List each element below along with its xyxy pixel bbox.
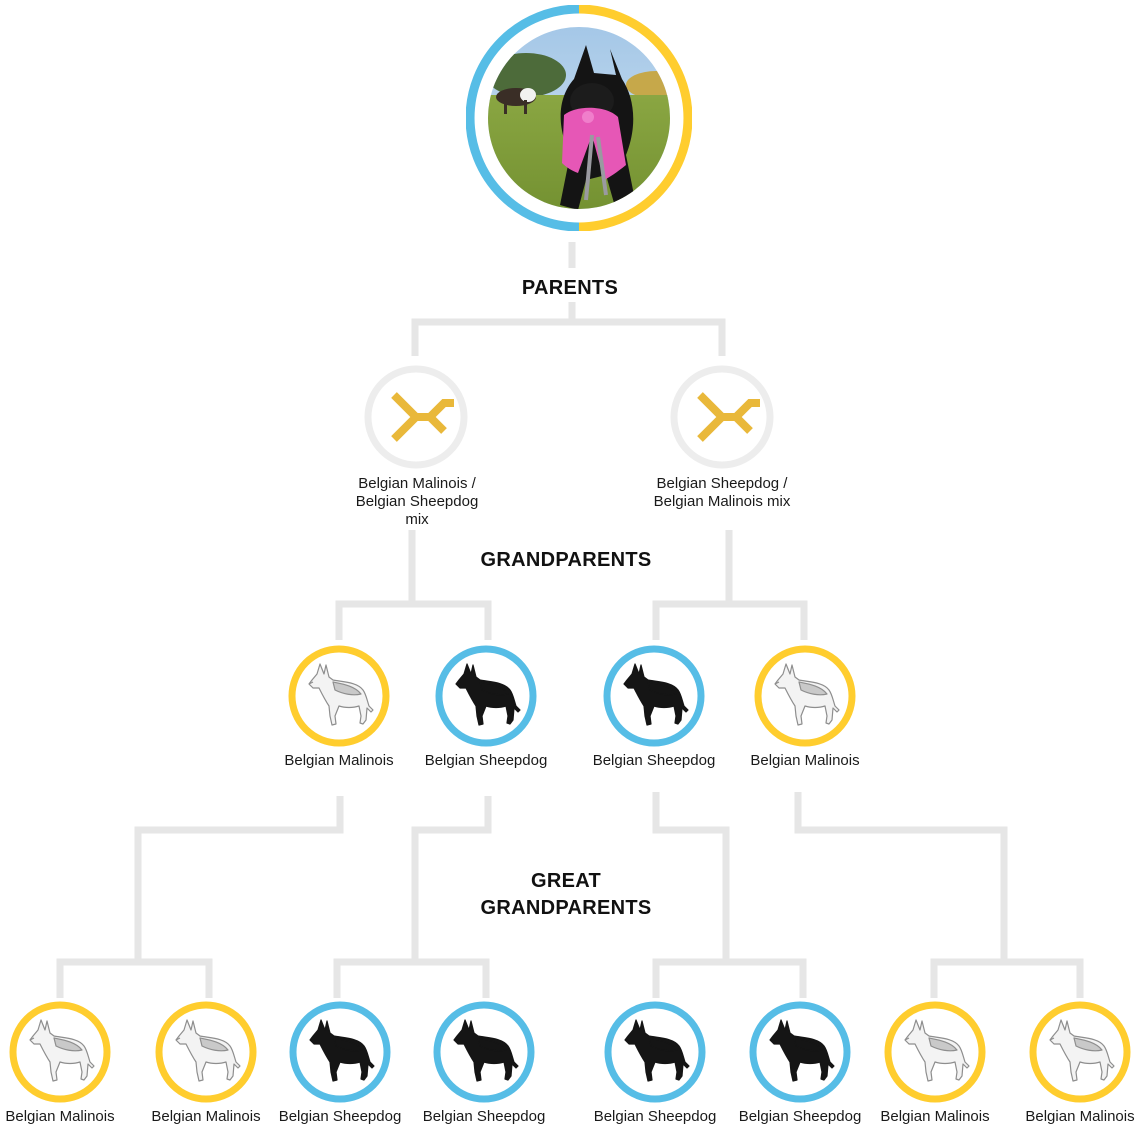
connector-gp1-bracket [56,796,344,998]
grandparent-node-2 [434,644,538,748]
heading-great-grandparents: GREAT GRANDPARENTS [480,870,652,919]
great-grandparent-label-2: Belgian Malinois [151,1108,261,1125]
great-grandparent-node-4 [432,1000,536,1104]
great-grandparent-label-6: Belgian Sheepdog [738,1108,862,1125]
belgian-malinois-icon [884,1001,986,1103]
great-grandparent-label-3: Belgian Sheepdog [278,1108,402,1125]
grandparent-node-4 [753,644,857,748]
great-grandparent-node-7 [883,1000,987,1104]
mixed-breed-icon [364,365,468,469]
subject-dog-node [465,4,693,232]
connector-parent1-bracket [335,530,492,640]
great-grandparent-node-3 [288,1000,392,1104]
belgian-sheepdog-icon [289,1001,391,1103]
grandparent-label-1: Belgian Malinois [284,752,394,769]
belgian-sheepdog-icon [604,1001,706,1103]
belgian-malinois-icon [155,1001,257,1103]
parent-label-2: Belgian Sheepdog / Belgian Malinois mix [653,475,791,510]
heading-parents: PARENTS [521,277,619,299]
belgian-malinois-icon [288,645,390,747]
grandparent-label-2: Belgian Sheepdog [424,752,548,769]
belgian-malinois-icon [754,645,856,747]
heading-grandparents: GRANDPARENTS [480,549,652,571]
parent-node-1 [364,365,468,469]
belgian-sheepdog-icon [749,1001,851,1103]
great-grandparent-label-8: Belgian Malinois [1025,1108,1135,1125]
mixed-breed-icon [670,365,774,469]
great-grandparent-label-1: Belgian Malinois [5,1108,115,1125]
connector-gp3-bracket [652,792,807,998]
great-grandparent-node-1 [8,1000,112,1104]
grandparent-node-1 [287,644,391,748]
belgian-sheepdog-icon [433,1001,535,1103]
great-grandparent-node-2 [154,1000,258,1104]
connector-gp2-bracket [333,796,492,998]
belgian-malinois-icon [9,1001,111,1103]
great-grandparent-node-6 [748,1000,852,1104]
great-grandparent-label-7: Belgian Malinois [880,1108,990,1125]
grandparent-node-3 [602,644,706,748]
connector-parent2-bracket [652,530,808,640]
belgian-sheepdog-icon [435,645,537,747]
connector-parents-bracket [411,302,726,356]
subject-dog-photo [465,4,693,232]
parent-node-2 [670,365,774,469]
belgian-sheepdog-icon [603,645,705,747]
belgian-malinois-icon [1029,1001,1131,1103]
grandparent-label-4: Belgian Malinois [750,752,860,769]
great-grandparent-label-4: Belgian Sheepdog [422,1108,546,1125]
parent-label-1: Belgian Malinois / Belgian Sheepdog mix [355,475,479,528]
grandparent-label-3: Belgian Sheepdog [592,752,716,769]
great-grandparent-node-5 [603,1000,707,1104]
great-grandparent-label-5: Belgian Sheepdog [593,1108,717,1125]
great-grandparent-node-8 [1028,1000,1132,1104]
connector-gp4-bracket [794,792,1084,998]
